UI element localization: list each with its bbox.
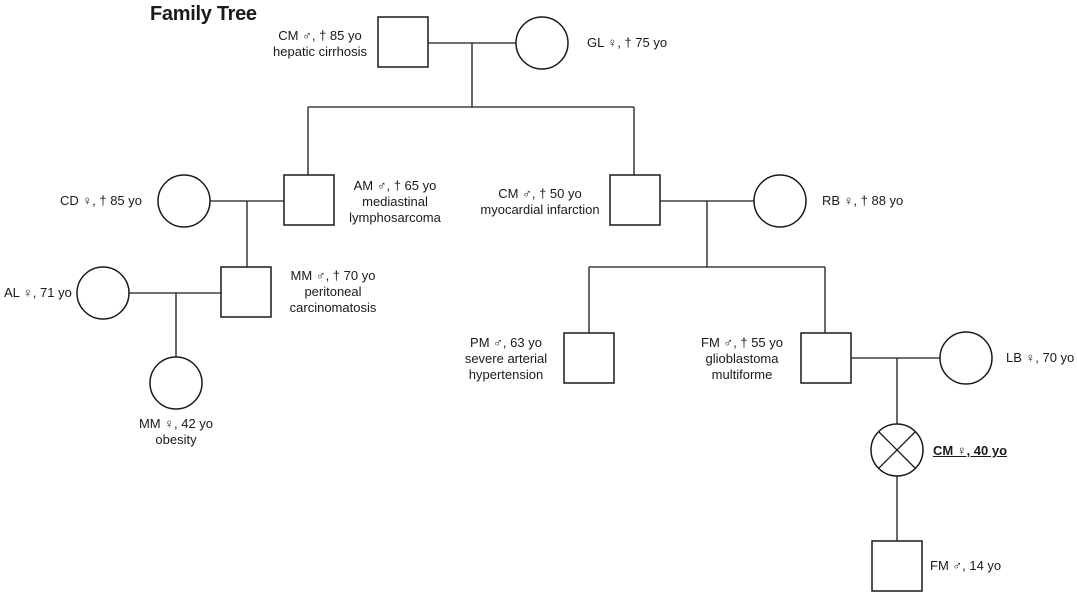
- label-fm-son: FM ♂, 14 yo: [930, 558, 1001, 574]
- label-cm-father: CM ♂, † 50 yo myocardial infarction: [478, 186, 602, 218]
- label-line: glioblastoma: [705, 351, 779, 366]
- label-am: AM ♂, † 65 yo mediastinal lymphosarcoma: [344, 178, 446, 226]
- label-line: multiforme: [711, 367, 773, 382]
- label-lb: LB ♀, 70 yo: [1006, 350, 1074, 366]
- label-line: lymphosarcoma: [349, 210, 441, 225]
- label-gl: GL ♀, † 75 yo: [587, 35, 667, 51]
- label-line: GL ♀, † 75 yo: [587, 35, 668, 50]
- label-line: RB ♀, † 88 yo: [822, 193, 904, 208]
- rb-circle: [753, 174, 807, 228]
- label-line: mediastinal: [362, 194, 428, 209]
- al-circle: [76, 266, 130, 320]
- label-line: PM ♂, 63 yo: [470, 335, 542, 350]
- label-rb: RB ♀, † 88 yo: [822, 193, 903, 209]
- label-line: LB ♀, 70 yo: [1006, 350, 1075, 365]
- label-line: AL ♀, 71 yo: [4, 285, 72, 300]
- proband-crossed-circle: [870, 423, 924, 477]
- pm-square: [563, 332, 615, 384]
- label-line: FM ♂, 14 yo: [930, 558, 1002, 573]
- label-line: myocardial infarction: [480, 202, 600, 217]
- fm-square: [800, 332, 852, 384]
- lb-circle: [939, 331, 993, 385]
- label-pm: PM ♂, 63 yo severe arterial hypertension: [456, 335, 556, 383]
- mm-female-circle: [149, 356, 203, 410]
- am-square: [283, 174, 335, 226]
- cd-circle: [157, 174, 211, 228]
- label-line: obesity: [155, 432, 197, 447]
- label-line: AM ♂, † 65 yo: [353, 178, 437, 193]
- label-line: hepatic cirrhosis: [273, 44, 367, 59]
- label-cd: CD ♀, † 85 yo: [60, 193, 142, 209]
- label-line: FM ♂, † 55 yo: [701, 335, 783, 350]
- cm-father-square: [609, 174, 661, 226]
- label-line: MM ♂, † 70 yo: [290, 268, 376, 283]
- label-line: severe arterial: [464, 351, 548, 366]
- label-line: hypertension: [468, 367, 544, 382]
- mm-male-square: [220, 266, 272, 318]
- label-line: CM ♀, 40 yo: [933, 443, 1008, 458]
- label-mm-male: MM ♂, † 70 yo peritoneal carcinomatosis: [282, 268, 384, 316]
- fm-son-square: [871, 540, 923, 592]
- label-line: carcinomatosis: [289, 300, 377, 315]
- label-line: MM ♀, 42 yo: [138, 416, 214, 431]
- label-fm: FM ♂, † 55 yo glioblastoma multiforme: [690, 335, 794, 383]
- label-line: peritoneal: [304, 284, 362, 299]
- label-proband: CM ♀, 40 yo: [933, 443, 1007, 459]
- label-line: CM ♂, † 85 yo: [278, 28, 362, 43]
- cm-grandfather-square: [377, 16, 429, 68]
- label-al: AL ♀, 71 yo: [4, 285, 72, 301]
- label-line: CD ♀, † 85 yo: [60, 193, 143, 208]
- label-mm-female: MM ♀, 42 yo obesity: [126, 416, 226, 448]
- label-cm-grandfather: CM ♂, † 85 yo hepatic cirrhosis: [270, 28, 370, 60]
- gl-grandmother-circle: [515, 16, 569, 70]
- label-line: CM ♂, † 50 yo: [498, 186, 582, 201]
- diagram-title: Family Tree: [150, 3, 257, 25]
- connector-lines: [129, 42, 940, 541]
